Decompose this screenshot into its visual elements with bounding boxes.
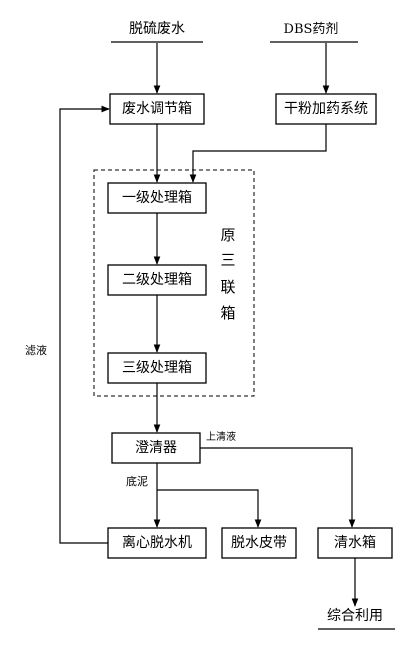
node-clear-tank: 清水箱 xyxy=(317,527,393,559)
node-regulating-tank: 废水调节箱 xyxy=(109,93,205,125)
group-label-char-2: 三 xyxy=(220,251,235,269)
label-sludge: 底泥 xyxy=(126,474,148,488)
node-belt: 脱水皮带 xyxy=(221,527,297,559)
triple-box-group xyxy=(93,169,255,397)
svg-text:二级处理箱: 二级处理箱 xyxy=(122,272,192,288)
node-reuse: 综合利用 xyxy=(327,608,383,624)
svg-text:清水箱: 清水箱 xyxy=(334,535,376,551)
node-dry-powder-system: 干粉加药系统 xyxy=(275,93,377,125)
svg-text:废水调节箱: 废水调节箱 xyxy=(122,101,192,117)
svg-text:干粉加药系统: 干粉加药系统 xyxy=(284,101,368,117)
group-label-char-3: 联 xyxy=(220,278,235,296)
node-stage3: 三级处理箱 xyxy=(107,352,207,384)
node-dbs-agent: DBS药剂 xyxy=(284,22,339,37)
svg-text:离心脱水机: 离心脱水机 xyxy=(122,534,192,551)
node-wastewater-in: 脱硫废水 xyxy=(129,21,185,37)
svg-text:三级处理箱: 三级处理箱 xyxy=(122,360,192,376)
node-stage1: 一级处理箱 xyxy=(107,182,207,214)
node-centrifuge: 离心脱水机 xyxy=(107,527,207,559)
node-clarifier: 澄清器 xyxy=(111,432,201,464)
group-label-char-1: 原 xyxy=(220,226,235,244)
group-label-char-4: 箱 xyxy=(220,304,235,322)
label-supernatant: 上清液 xyxy=(206,430,236,443)
svg-text:澄清器: 澄清器 xyxy=(135,440,177,456)
svg-text:脱水皮带: 脱水皮带 xyxy=(231,535,287,551)
edge-powder-to-stage1 xyxy=(189,124,327,183)
edge-clarifier-to-clear-tank xyxy=(200,447,356,528)
node-stage2: 二级处理箱 xyxy=(107,264,207,296)
edge-sludge-to-belt xyxy=(157,489,262,528)
label-filtrate: 滤液 xyxy=(25,343,47,357)
svg-text:一级处理箱: 一级处理箱 xyxy=(122,190,192,206)
edge-filtrate-return xyxy=(59,105,110,544)
